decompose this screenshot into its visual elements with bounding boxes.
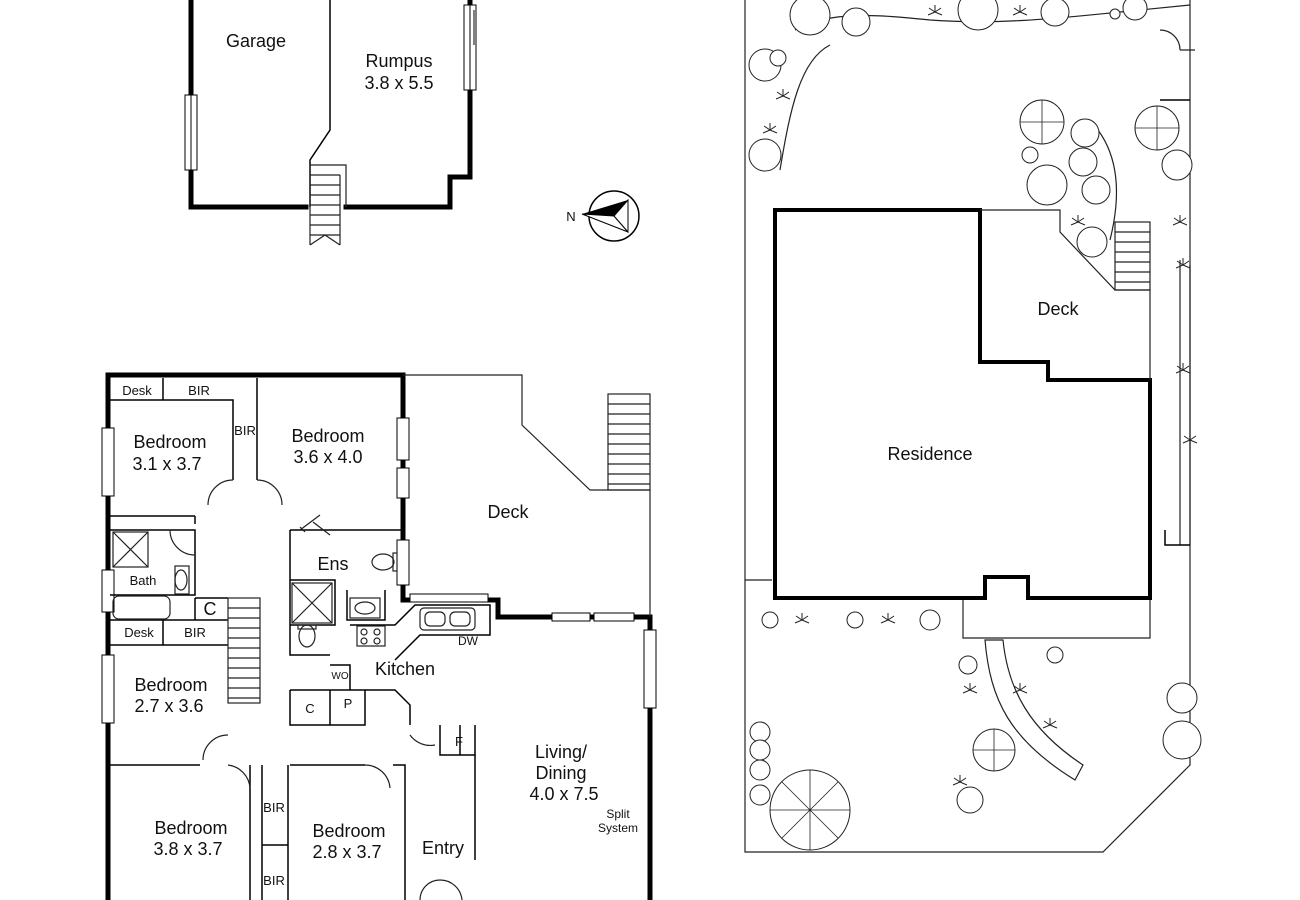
label-dishwasher: DW — [458, 634, 479, 648]
label-desk: Desk — [124, 625, 154, 640]
label-fireplace: F — [455, 734, 463, 749]
cooktop-icon — [356, 625, 386, 647]
window — [101, 654, 115, 724]
shrub-icon — [748, 0, 1198, 814]
sliding-door — [409, 593, 635, 622]
room-size-bedroom: 2.8 x 3.7 — [312, 842, 381, 862]
room-label-bedroom: Bedroom — [133, 432, 206, 452]
window — [184, 94, 198, 171]
label-bir: BIR — [184, 625, 206, 640]
label-bir: BIR — [234, 423, 256, 438]
kitchen-sink-icon — [419, 607, 476, 631]
label-bir: BIR — [263, 800, 285, 815]
upper-level-plan: Garage Rumpus 3.8 x 5.5 — [184, 0, 477, 246]
window — [101, 427, 115, 497]
window — [643, 629, 657, 709]
label-bir: BIR — [263, 873, 285, 888]
room-label-rumpus: Rumpus — [365, 51, 432, 71]
room-size-living: 4.0 x 7.5 — [529, 784, 598, 804]
site-label-residence: Residence — [887, 444, 972, 464]
label-cupboard: C — [305, 701, 314, 716]
small-plant-icon — [762, 5, 1198, 786]
compass-north-label: N — [566, 209, 575, 224]
ensuite-door — [299, 514, 331, 536]
room-label-bedroom: Bedroom — [154, 818, 227, 838]
label-desk: Desk — [122, 383, 152, 398]
stairs — [1114, 221, 1151, 291]
tree-icon — [769, 0, 1202, 851]
room-label-bath: Bath — [130, 573, 157, 588]
label-bir: BIR — [188, 383, 210, 398]
ground-floor-plan: Desk BIR BIR Bedroom 3.1 x 3.7 Bedroom 3… — [101, 372, 657, 900]
room-size-bedroom: 2.7 x 3.6 — [134, 696, 203, 716]
label-wall-oven: WO — [331, 671, 348, 682]
deck-outline — [403, 374, 651, 617]
site-label-deck: Deck — [1037, 299, 1079, 319]
room-label-entry: Entry — [422, 838, 464, 858]
room-label-bedroom: Bedroom — [291, 426, 364, 446]
stairs — [227, 597, 261, 704]
window — [463, 4, 477, 91]
window — [101, 569, 115, 613]
room-label-garage: Garage — [226, 31, 286, 51]
site-plan: Deck Residence — [744, 0, 1202, 853]
label-cupboard: C — [204, 599, 217, 619]
shower — [112, 531, 149, 568]
shower — [291, 582, 333, 624]
room-label-bedroom: Bedroom — [134, 675, 207, 695]
room-size-bedroom: 3.1 x 3.7 — [132, 454, 201, 474]
window — [396, 417, 410, 586]
room-label-bedroom: Bedroom — [312, 821, 385, 841]
door-swing — [169, 479, 463, 900]
label-split-system: Split — [606, 807, 630, 821]
label-split-system: System — [598, 821, 638, 835]
room-label-kitchen: Kitchen — [375, 659, 435, 679]
bathtub-icon — [112, 595, 171, 620]
north-arrow-icon: N — [566, 190, 640, 242]
room-size-bedroom: 3.8 x 3.7 — [153, 839, 222, 859]
room-size-rumpus: 3.8 x 5.5 — [364, 73, 433, 93]
stairs — [309, 164, 347, 246]
room-label-dining: Dining — [535, 763, 586, 783]
room-label-living: Living/ — [535, 742, 587, 762]
room-label-deck: Deck — [487, 502, 529, 522]
room-label-ensuite: Ens — [317, 554, 348, 574]
room-size-bedroom: 3.6 x 4.0 — [293, 447, 362, 467]
toilet-icon — [174, 552, 398, 648]
sink-icon — [349, 597, 381, 619]
label-pantry: P — [344, 696, 353, 711]
